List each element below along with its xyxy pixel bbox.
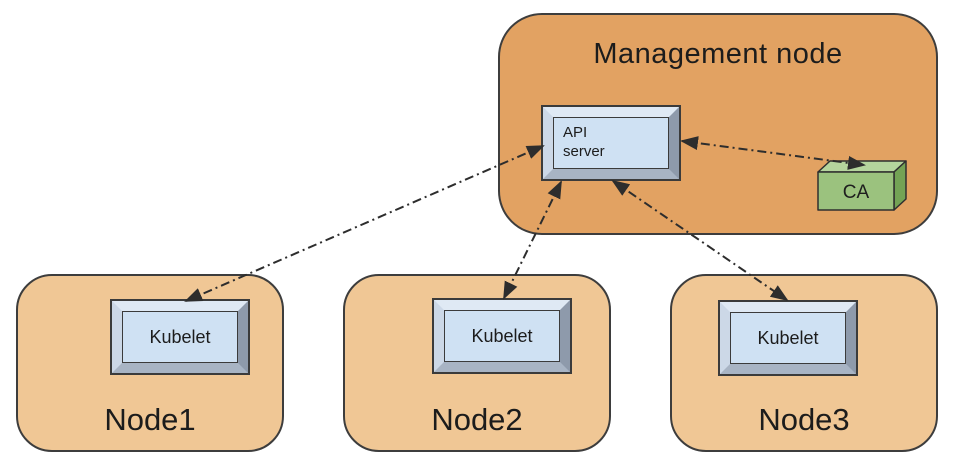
api-server-box: API server <box>543 107 679 179</box>
api-server-label: API server <box>563 124 605 160</box>
kubelet-label-node2: Kubelet <box>471 325 533 346</box>
ca-box: CA <box>817 160 907 211</box>
worker-node-2-label: Node2 <box>431 402 523 437</box>
ca-label: CA <box>843 182 870 203</box>
kubelet-face: Kubelet <box>122 311 238 363</box>
kubelet-face: Kubelet <box>730 312 846 364</box>
kubelet-box-node3: Kubelet <box>720 302 856 374</box>
worker-node-3-label: Node3 <box>758 402 850 437</box>
worker-node-1-label: Node1 <box>104 402 196 437</box>
ca-front-face <box>817 171 895 211</box>
kubelet-box-node1: Kubelet <box>112 301 248 373</box>
kubelet-label-node3: Kubelet <box>757 327 819 348</box>
api-server-face: API server <box>553 117 669 169</box>
kubelet-label-node1: Kubelet <box>149 326 211 347</box>
kubelet-box-node2: Kubelet <box>434 300 570 372</box>
management-node-label: Management node <box>593 38 843 70</box>
kubelet-face: Kubelet <box>444 310 560 362</box>
ca-top-face <box>817 160 907 173</box>
